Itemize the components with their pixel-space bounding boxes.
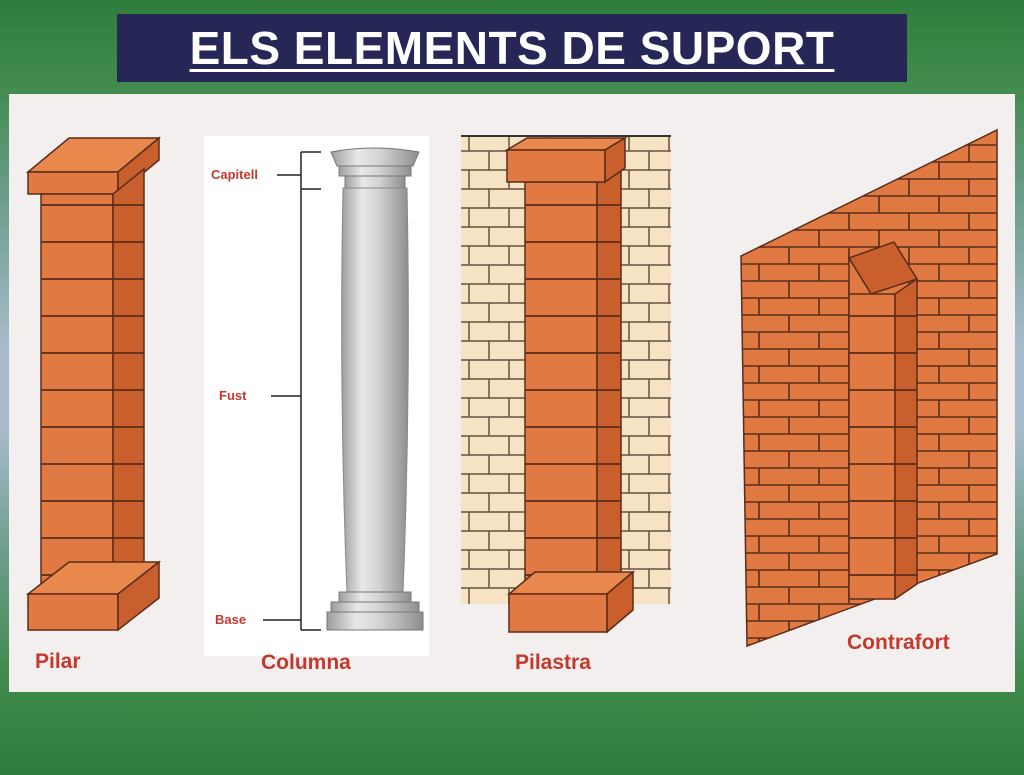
title-bar: ELS ELEMENTS DE SUPORT: [117, 14, 907, 82]
label-pilar: Pilar: [35, 650, 81, 673]
illustration-panel: Pilar Columna Pilastra Contrafort Capite…: [9, 94, 1015, 692]
label-pilastra: Pilastra: [515, 651, 591, 674]
pilastra-figure: [461, 135, 671, 634]
label-columna: Columna: [261, 651, 351, 674]
pilar-figure: [25, 136, 162, 632]
label-base: Base: [215, 612, 247, 627]
label-contrafort: Contrafort: [847, 631, 950, 654]
label-fust: Fust: [219, 388, 247, 403]
support-elements-illustration: [25, 128, 998, 656]
contrafort-figure: [740, 128, 998, 648]
label-capitell: Capitell: [211, 167, 258, 182]
columna-figure: [204, 136, 429, 656]
page-title: ELS ELEMENTS DE SUPORT: [189, 22, 835, 74]
